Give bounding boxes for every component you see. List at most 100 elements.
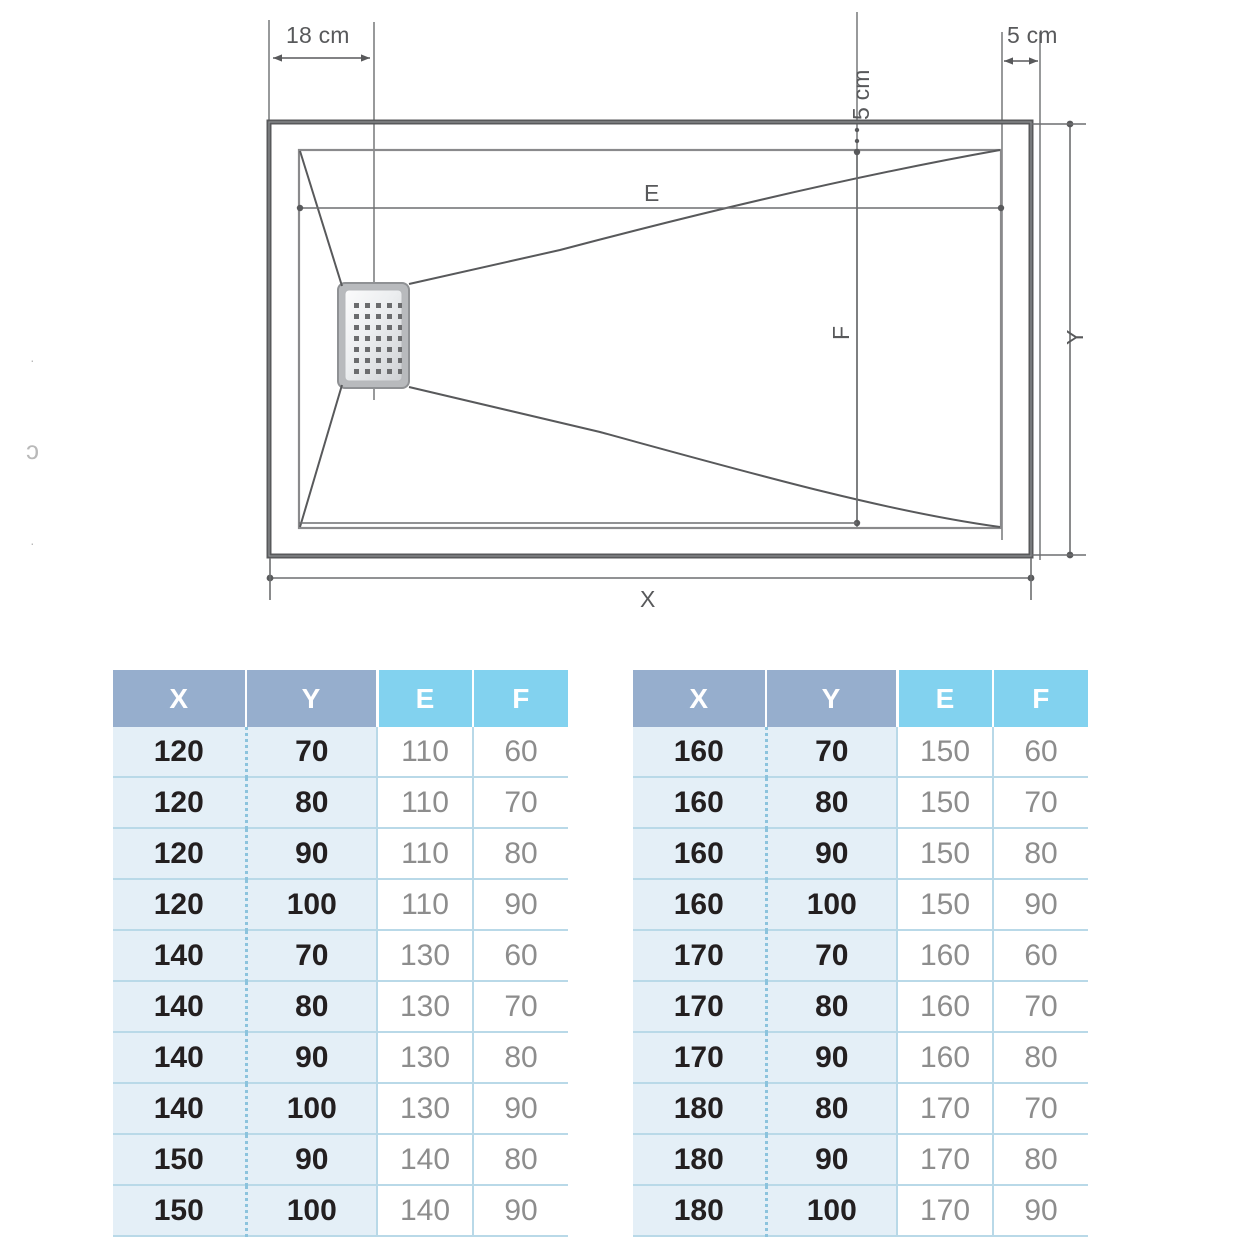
cell-e: 110: [377, 727, 474, 778]
cell-x: 120: [113, 777, 248, 829]
cell-f: 80: [993, 828, 1088, 880]
tray-schematic-svg: [266, 12, 1086, 600]
column-header-f: F: [993, 670, 1088, 727]
label-F: F: [828, 325, 854, 340]
cell-y: 80: [766, 981, 898, 1033]
cell-x: 160: [633, 727, 768, 778]
cell-y: 80: [246, 981, 378, 1033]
cell-y: 90: [766, 1032, 898, 1084]
cell-f: 60: [473, 727, 568, 778]
column-header-e: E: [377, 670, 474, 727]
dim-5cm-ticks: [854, 127, 860, 155]
cell-e: 150: [897, 879, 994, 931]
cell-e: 130: [377, 981, 474, 1033]
cell-f: 60: [473, 930, 568, 982]
dim-label-18cm: 18 cm: [286, 22, 350, 48]
cell-x: 120: [113, 879, 248, 931]
cell-e: 130: [377, 930, 474, 982]
cell-f: 70: [473, 981, 568, 1033]
tray-outer-rim: [266, 119, 1034, 559]
table-header-row: X Y E F: [113, 670, 568, 727]
cell-y: 100: [766, 879, 898, 931]
label-Y: Y: [1062, 329, 1088, 345]
cell-x: 180: [633, 1185, 768, 1237]
column-header-e: E: [897, 670, 994, 727]
dim-E: [296, 204, 1005, 212]
cell-f: 90: [473, 1185, 568, 1237]
cell-y: 70: [766, 727, 898, 778]
column-header-f: F: [473, 670, 568, 727]
cell-f: 80: [993, 1032, 1088, 1084]
cell-y: 100: [766, 1185, 898, 1237]
cell-f: 90: [473, 879, 568, 931]
cell-f: 70: [993, 777, 1088, 829]
cell-e: 140: [377, 1134, 474, 1186]
tray-inner-basin: [297, 148, 1003, 530]
cell-f: 70: [993, 981, 1088, 1033]
cell-y: 90: [246, 1134, 378, 1186]
cell-e: 150: [897, 777, 994, 829]
cell-e: 140: [377, 1185, 474, 1237]
cell-f: 80: [473, 1032, 568, 1084]
cell-y: 100: [246, 879, 378, 931]
cell-f: 60: [993, 727, 1088, 778]
slope-lines: [299, 149, 1001, 528]
cell-y: 90: [246, 1032, 378, 1084]
cell-e: 170: [897, 1083, 994, 1135]
cell-x: 170: [633, 1032, 768, 1084]
column-header-x: X: [633, 670, 767, 727]
cell-f: 70: [993, 1083, 1088, 1135]
drain-grate: [337, 282, 410, 389]
cell-y: 70: [246, 727, 378, 778]
cell-e: 150: [897, 828, 994, 880]
column-header-y: Y: [766, 670, 899, 727]
table-header-row: X Y E F: [633, 670, 1088, 727]
cell-x: 180: [633, 1134, 768, 1186]
cell-e: 170: [897, 1185, 994, 1237]
cell-e: 170: [897, 1134, 994, 1186]
cell-x: 120: [113, 727, 248, 778]
cell-y: 100: [246, 1185, 378, 1237]
cell-x: 160: [633, 777, 768, 829]
dim-label-5cm-vertical: 5 cm: [848, 69, 874, 120]
cell-x: 140: [113, 1032, 248, 1084]
cell-e: 110: [377, 879, 474, 931]
cell-x: 170: [633, 981, 768, 1033]
cell-y: 100: [246, 1083, 378, 1135]
label-E: E: [644, 180, 660, 206]
cell-y: 80: [766, 1083, 898, 1135]
dim-label-5cm-right: 5 cm: [1007, 22, 1058, 48]
cell-f: 70: [473, 777, 568, 829]
cell-y: 90: [766, 828, 898, 880]
cell-x: 140: [113, 1083, 248, 1135]
cell-f: 80: [993, 1134, 1088, 1186]
technical-drawing: · ɔ ·: [26, 12, 1088, 612]
column-header-y: Y: [246, 670, 379, 727]
cell-e: 110: [377, 828, 474, 880]
cell-f: 60: [993, 930, 1088, 982]
cell-e: 130: [377, 1032, 474, 1084]
cell-x: 140: [113, 930, 248, 982]
cell-x: 120: [113, 828, 248, 880]
cell-x: 150: [113, 1134, 248, 1186]
